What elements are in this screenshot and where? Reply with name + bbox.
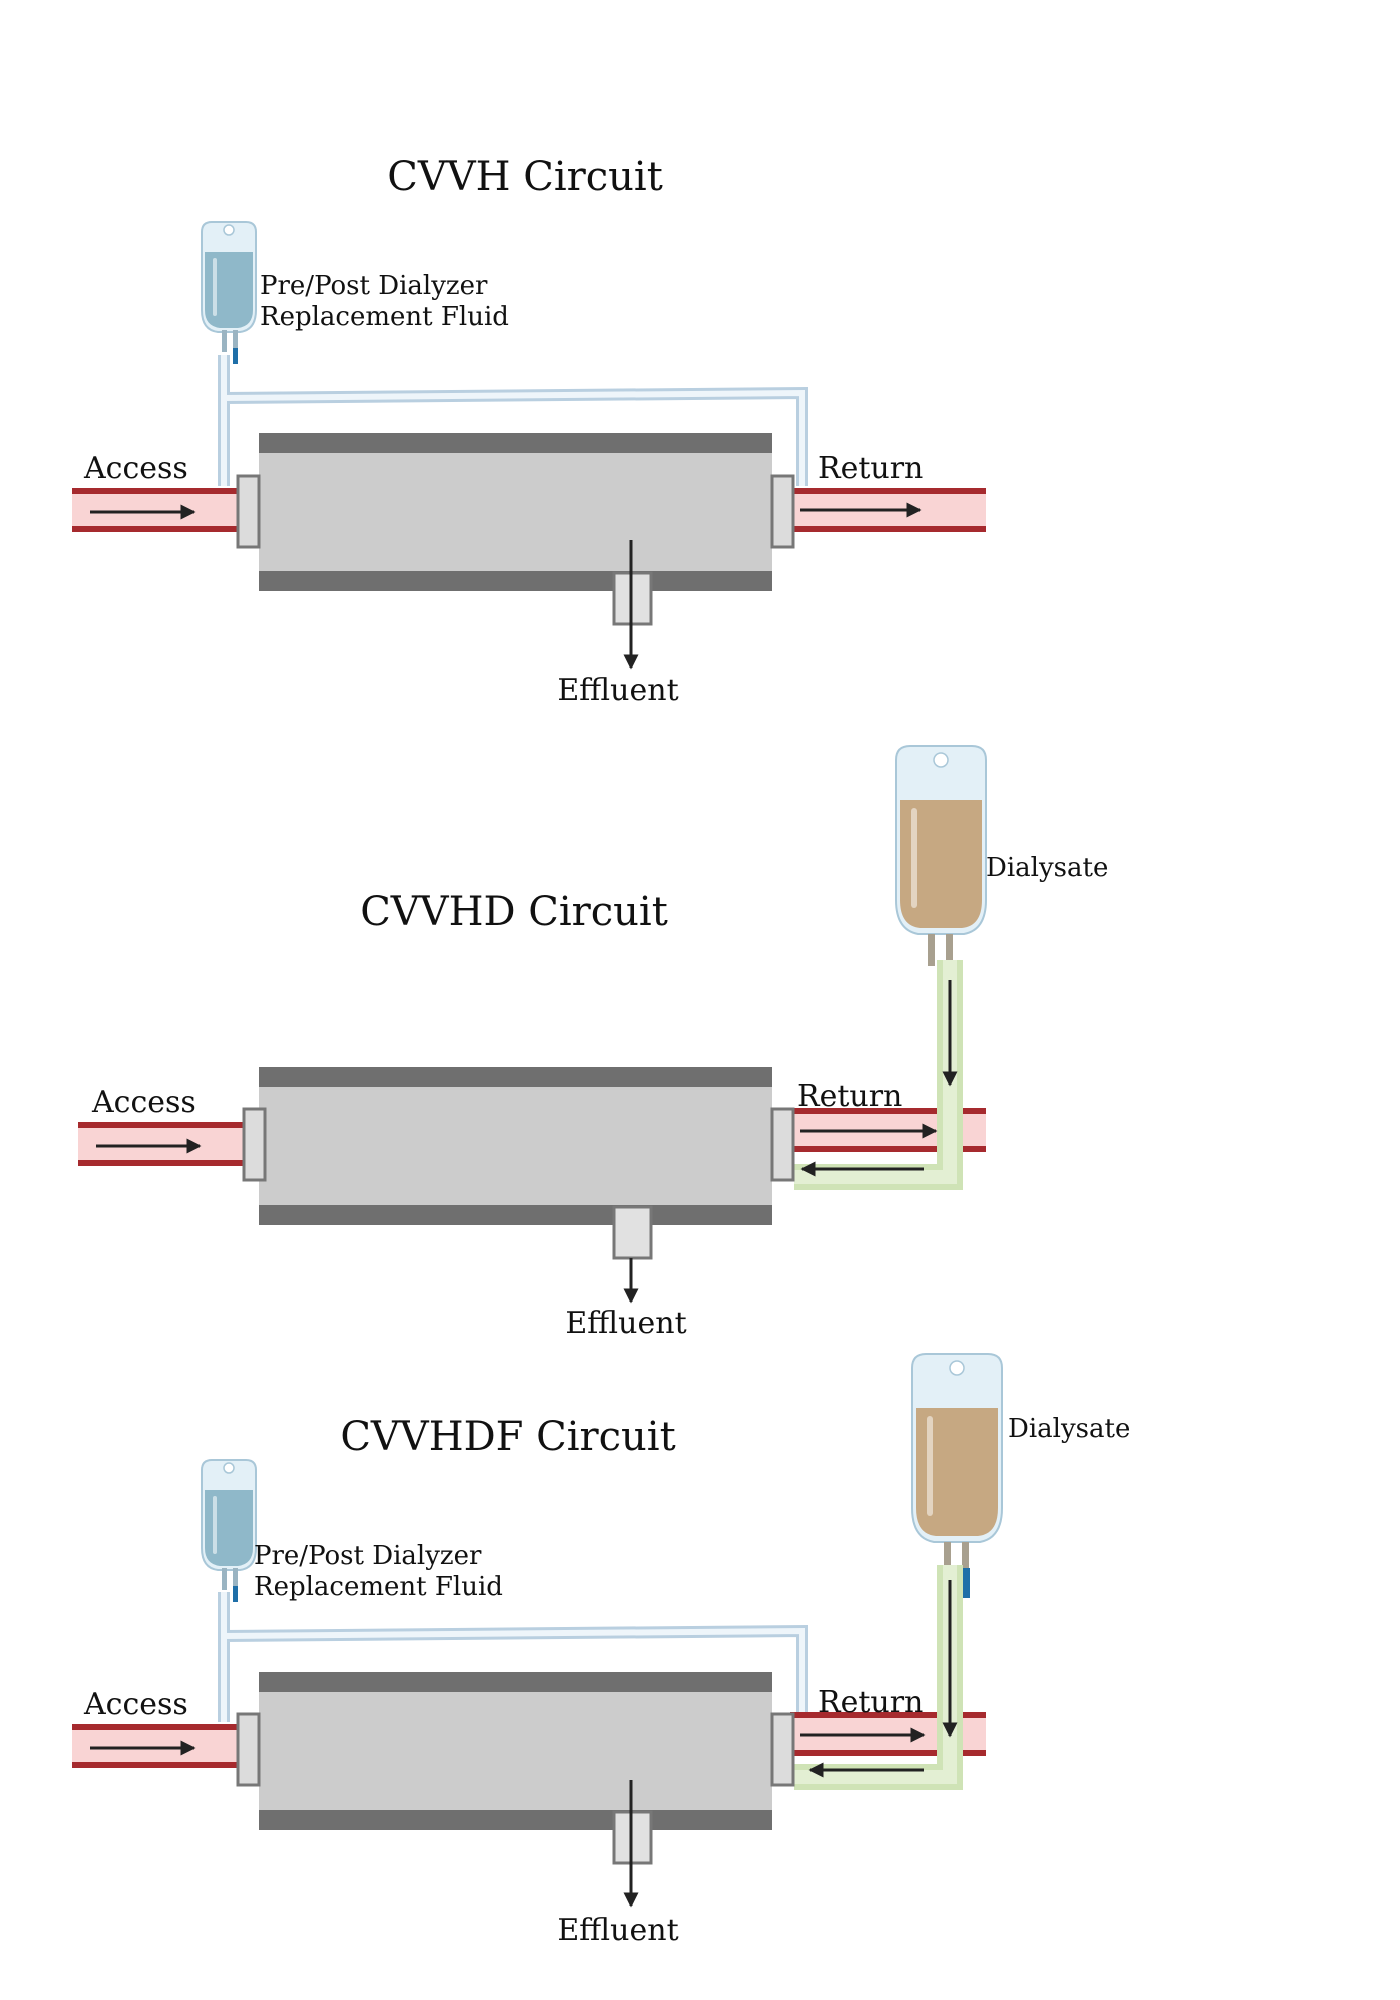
cvvhd-dialysate-label: Dialysate xyxy=(986,853,1108,883)
cvvhdf-replacement-label-line1: Pre/Post Dialyzer xyxy=(254,1541,482,1571)
cvvhdf-title: CVVHDF Circuit xyxy=(340,1414,675,1460)
cvvh-effluent-label: Effluent xyxy=(557,673,678,708)
cvvh-dialyzer xyxy=(236,433,795,626)
cvvh-replacement-bag-icon xyxy=(201,221,257,364)
cvvhd-circuit: CVVHD Circuit Dialysate Access xyxy=(78,745,1108,1341)
cvvhdf-dialyzer xyxy=(236,1672,795,1865)
cvvh-circuit: CVVH Circuit Pre/Post Dialyzer Replaceme… xyxy=(72,154,986,708)
cvvhd-title: CVVHD Circuit xyxy=(360,889,668,935)
cvvh-title: CVVH Circuit xyxy=(387,154,663,200)
cvvhd-effluent-label: Effluent xyxy=(565,1306,686,1341)
cvvhdf-access-line xyxy=(72,1724,238,1768)
cvvhdf-effluent-label: Effluent xyxy=(557,1913,678,1948)
cvvh-replacement-label-line2: Replacement Fluid xyxy=(260,302,509,332)
cvvh-return-label: Return xyxy=(818,451,923,486)
cvvhdf-dialysate-label: Dialysate xyxy=(1008,1414,1130,1444)
cvvhdf-circuit: CVVHDF Circuit Pre/Post Dialyzer Replace… xyxy=(72,1353,1130,1948)
cvvhdf-dialysate-bag-icon xyxy=(911,1353,1003,1598)
cvvh-replacement-label-line1: Pre/Post Dialyzer xyxy=(260,271,488,301)
cvvhdf-replacement-bag-icon xyxy=(201,1459,257,1602)
cvvhdf-return-label: Return xyxy=(818,1685,923,1720)
cvvhdf-replacement-label-line2: Replacement Fluid xyxy=(254,1572,503,1602)
cvvh-access-line xyxy=(72,488,238,532)
cvvhd-access-label: Access xyxy=(91,1085,196,1120)
cvvhd-dialysate-bag-icon xyxy=(895,745,987,990)
cvvhd-dialyzer xyxy=(242,1067,795,1260)
cvvhd-access-line xyxy=(78,1122,244,1166)
cvvhdf-access-label: Access xyxy=(83,1687,188,1722)
cvvh-access-label: Access xyxy=(83,451,188,486)
cvvhd-return-label: Return xyxy=(797,1079,902,1114)
